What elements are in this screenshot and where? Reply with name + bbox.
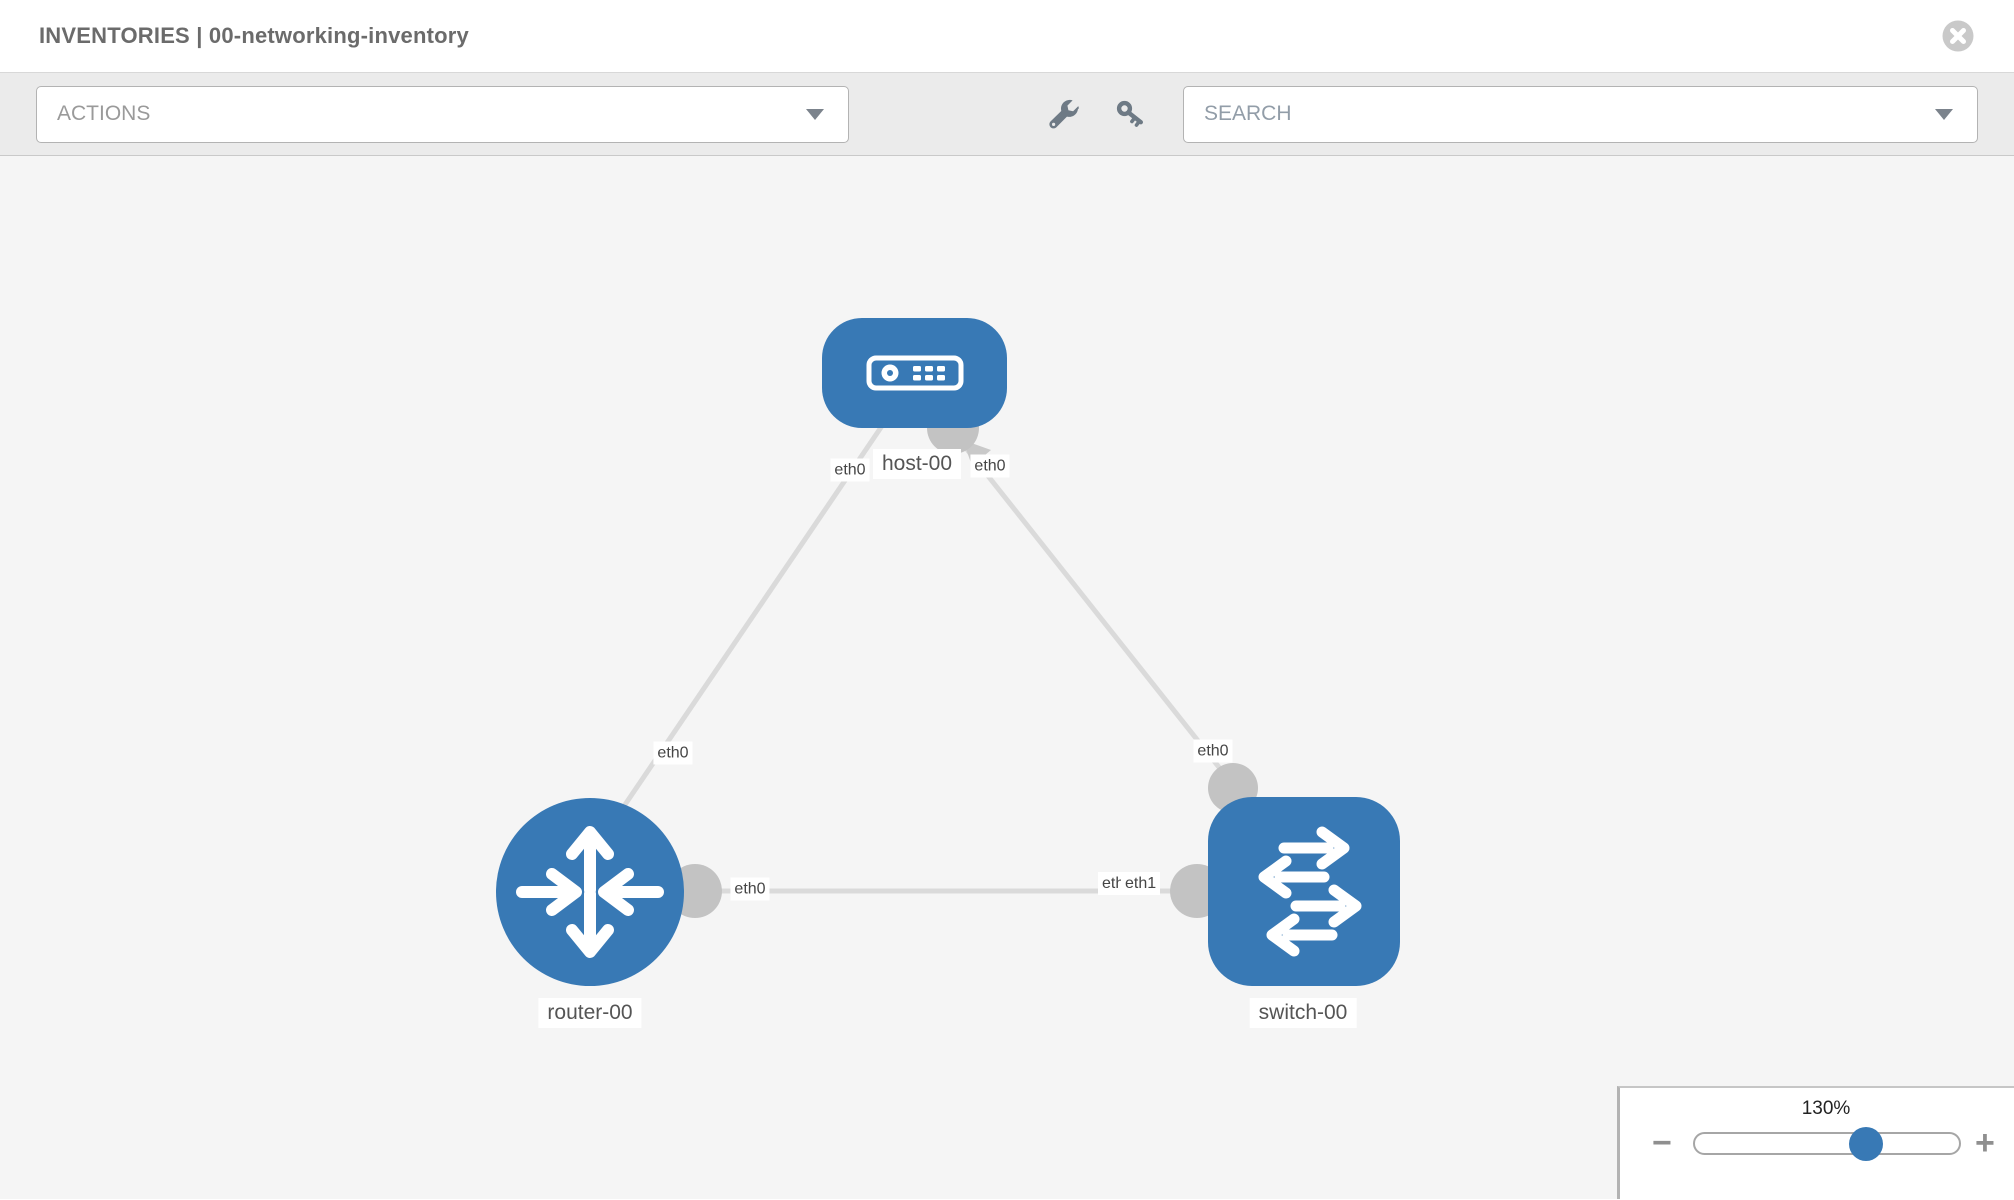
wrench-icon [1049,99,1079,128]
wrench-button[interactable] [1047,99,1079,131]
window-header: INVENTORIES | 00-networking-inventory [0,0,2014,73]
node-label-host: host-00 [872,449,962,479]
node-host[interactable] [822,318,1007,428]
search-dropdown-label: SEARCH [1204,102,1292,125]
link-host-switch[interactable] [948,426,1239,792]
key-button[interactable] [1115,99,1147,131]
topology-canvas[interactable]: host-00 router-00 switch-00 eth0 eth0 et… [0,156,2014,1199]
router-icon [516,826,664,958]
actions-dropdown[interactable]: ACTIONS [36,85,849,143]
node-router[interactable] [496,798,684,986]
zoom-slider-knob[interactable] [1849,1127,1883,1161]
zoom-in-button[interactable]: + [1975,1124,1995,1162]
actions-dropdown-label: ACTIONS [57,102,151,125]
interface-label-host-right: eth0 [970,454,1010,478]
zoom-control-panel: 130% − + [1617,1086,2014,1199]
node-label-router: router-00 [538,998,642,1028]
interface-label-router-top: eth0 [653,741,693,765]
interface-label-switch-top: eth0 [1193,739,1233,763]
close-button[interactable] [1942,20,1974,52]
chevron-down-icon [1935,108,1953,120]
interface-label-router-right: eth0 [730,877,770,901]
interface-label-switch-left-eth1: eth1 [1121,872,1161,895]
page-title: INVENTORIES | 00-networking-inventory [39,23,469,48]
close-icon [1942,20,1974,52]
host-icon [866,355,964,391]
search-dropdown[interactable]: SEARCH [1183,85,1978,143]
node-label-switch: switch-00 [1249,998,1357,1028]
chevron-down-icon [806,108,824,120]
key-icon [1116,100,1143,127]
zoom-out-button[interactable]: − [1652,1124,1672,1162]
switch-icon [1258,826,1362,957]
toolbar-tools [1047,73,1147,156]
zoom-slider-track[interactable] [1693,1132,1961,1155]
interface-label-host-left: eth0 [830,458,870,482]
toolbar: ACTIONS SEARCH [0,73,2014,156]
zoom-level-value: 130% [1801,1098,1851,1119]
node-switch[interactable] [1208,797,1400,986]
